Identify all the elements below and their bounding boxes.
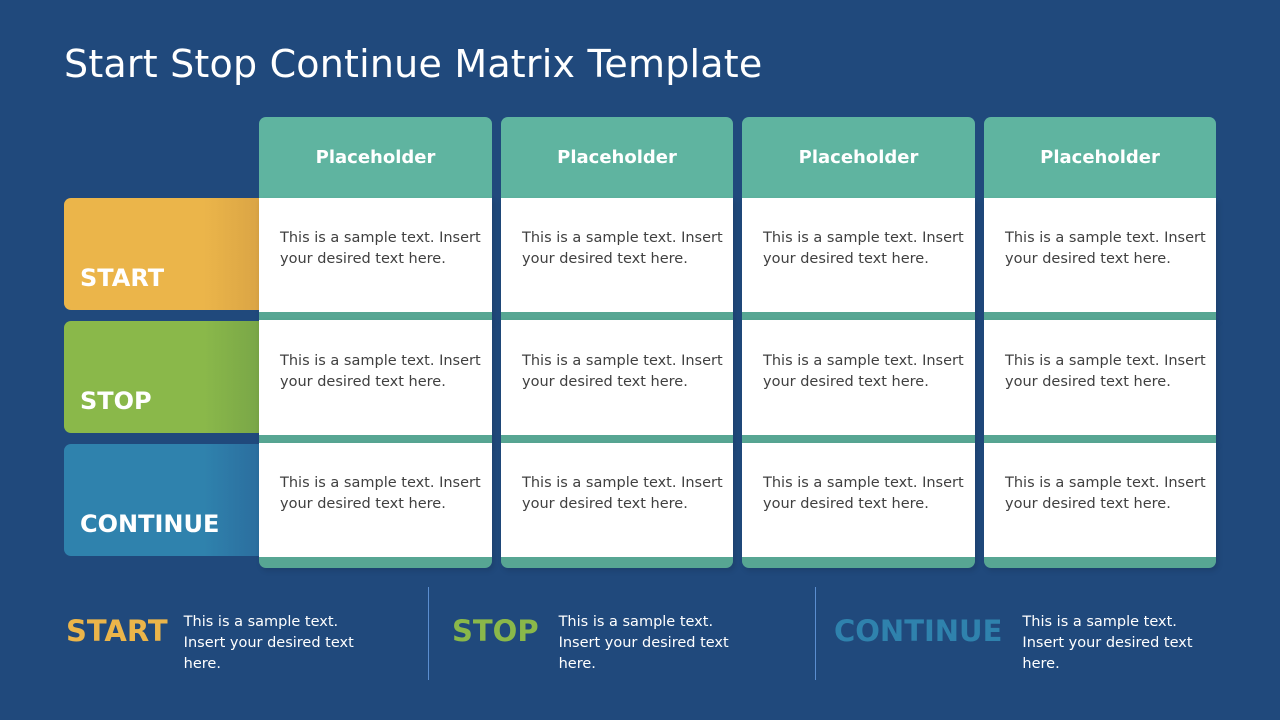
matrix-cell: This is a sample text. Insert your desir… [984, 320, 1216, 443]
matrix-cell: This is a sample text. Insert your desir… [259, 443, 492, 568]
cell-text: This is a sample text. Insert your desir… [280, 230, 481, 267]
cell-text: This is a sample text. Insert your desir… [522, 475, 723, 512]
cell-text: This is a sample text. Insert your desir… [1005, 352, 1206, 390]
legend-item-start: START This is a sample text. Insert your… [66, 600, 384, 672]
legend-label: START [66, 614, 168, 648]
matrix-cell: This is a sample text. Insert your desir… [259, 320, 492, 443]
legend-text: This is a sample text. Insert your desir… [558, 614, 729, 672]
cell-text: This is a sample text. Insert your desir… [763, 230, 964, 267]
column-header-3: Placeholder [742, 117, 975, 198]
cell-text: This is a sample text. Insert your desir… [280, 352, 481, 390]
column-header-2: Placeholder [501, 117, 733, 198]
matrix-cell: This is a sample text. Insert your desir… [742, 443, 975, 568]
matrix-cell: This is a sample text. Insert your desir… [259, 198, 492, 320]
divider [428, 587, 429, 680]
legend-label: CONTINUE [834, 614, 1003, 648]
matrix-cell: This is a sample text. Insert your desir… [501, 198, 733, 320]
legend-label: STOP [452, 614, 539, 648]
matrix-cell: This is a sample text. Insert your desir… [501, 320, 733, 443]
cell-text: This is a sample text. Insert your desir… [522, 352, 723, 390]
matrix-cell: This is a sample text. Insert your desir… [984, 443, 1216, 568]
cell-text: This is a sample text. Insert your desir… [280, 475, 481, 512]
legend-text: This is a sample text. Insert your desir… [183, 614, 354, 672]
row-label-continue: CONTINUE [64, 444, 264, 556]
legend-item-continue: CONTINUE This is a sample text. Insert y… [834, 600, 1222, 672]
cell-text: This is a sample text. Insert your desir… [763, 352, 964, 390]
cell-text: This is a sample text. Insert your desir… [1005, 475, 1206, 512]
row-label-start: START [64, 198, 264, 310]
row-label-stop: STOP [64, 321, 264, 433]
column-header-1: Placeholder [259, 117, 492, 198]
matrix-cell: This is a sample text. Insert your desir… [742, 320, 975, 443]
matrix-cell: This is a sample text. Insert your desir… [742, 198, 975, 320]
matrix-cell: This is a sample text. Insert your desir… [501, 443, 733, 568]
column-header-4: Placeholder [984, 117, 1216, 198]
legend-text: This is a sample text. Insert your desir… [1022, 614, 1193, 672]
page-title: Start Stop Continue Matrix Template [64, 42, 763, 86]
legend-item-stop: STOP This is a sample text. Insert your … [452, 600, 759, 672]
cell-text: This is a sample text. Insert your desir… [763, 475, 964, 512]
divider [815, 587, 816, 680]
cell-text: This is a sample text. Insert your desir… [1005, 230, 1206, 267]
matrix-cell: This is a sample text. Insert your desir… [984, 198, 1216, 320]
cell-text: This is a sample text. Insert your desir… [522, 230, 723, 267]
